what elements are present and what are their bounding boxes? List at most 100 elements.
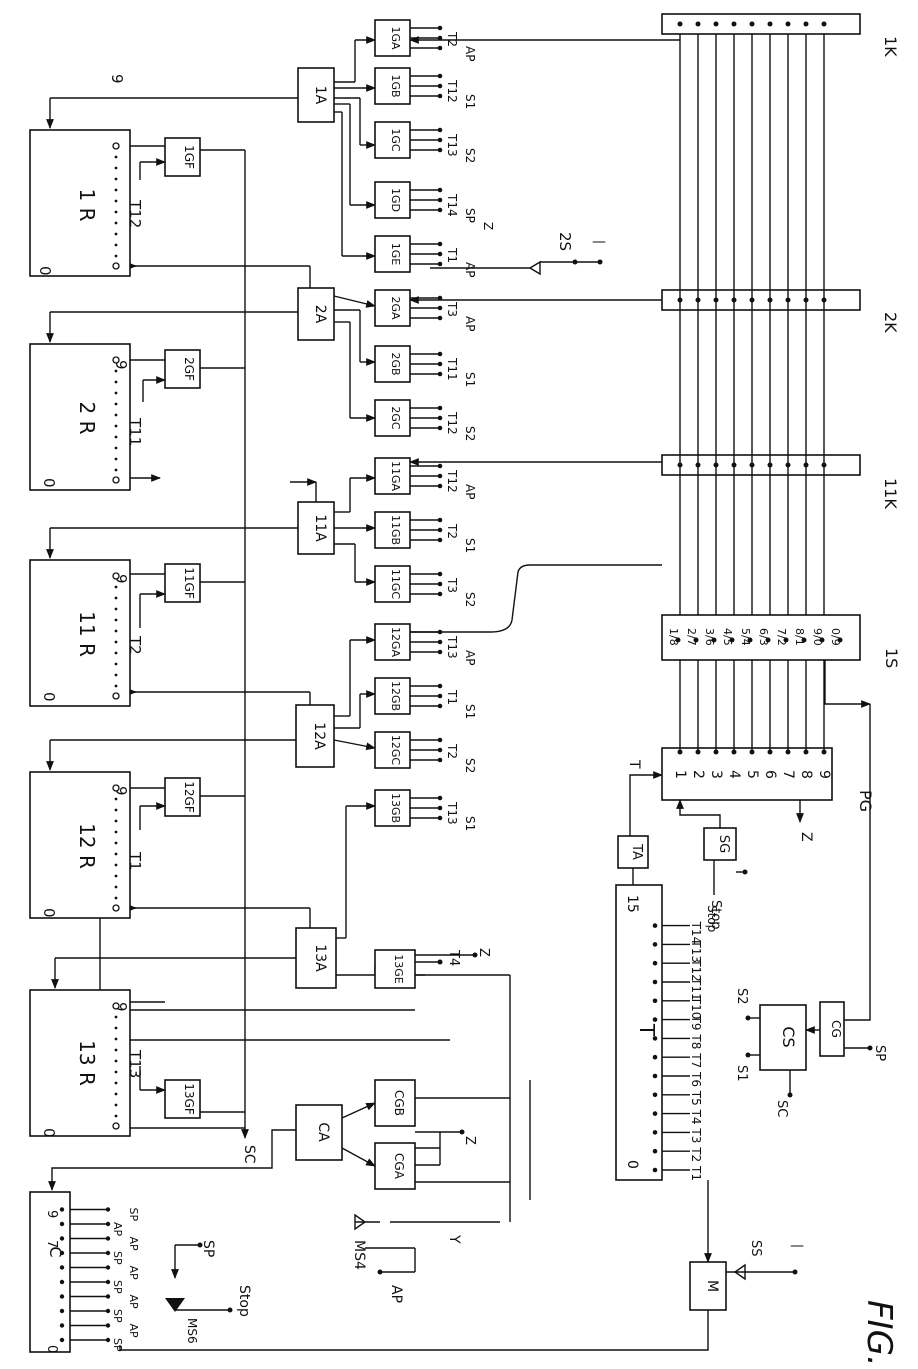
register-pin-dot	[114, 629, 118, 633]
gate-wiring	[333, 36, 680, 976]
pg-output: 2	[690, 770, 706, 779]
gate-input-label: S1	[463, 94, 477, 109]
timer-stop: Stop	[705, 905, 719, 932]
register-pin-dot	[114, 684, 118, 688]
register-pin-dot	[114, 819, 118, 823]
gate-label: 13GF	[182, 1083, 196, 1115]
register-pin-dot	[114, 155, 118, 159]
gate-input-label: T3	[445, 301, 459, 317]
register-pin-dot	[114, 1092, 118, 1096]
counter-pin-label: SP	[111, 1251, 124, 1265]
sg-stop: Stop	[708, 900, 723, 930]
timer-tap: T4	[689, 1109, 703, 1125]
register-pin-dot	[114, 435, 118, 439]
register-pin-dot	[114, 1026, 118, 1030]
counter-pin-label: SP	[111, 1309, 124, 1323]
switch-2s-minus: —	[592, 234, 606, 250]
gate-label: 11GA	[389, 461, 402, 492]
register-pin-dot	[114, 221, 118, 225]
gate-input-label: T1	[445, 689, 459, 705]
pulse-label: T2	[126, 635, 144, 655]
pg-in-label: T	[626, 759, 642, 769]
register-label: 11 R	[75, 611, 99, 657]
counter-sp: SP	[200, 1240, 216, 1257]
pin-0: 0	[40, 692, 58, 702]
gate-input-label: T13	[445, 635, 459, 659]
cs-s1: S1	[734, 1065, 749, 1082]
gate-13ge: 13GE	[392, 954, 405, 984]
gate-input-label: T2	[445, 743, 459, 759]
switch-position: 5/4	[739, 628, 752, 646]
pin-9: 9	[108, 74, 126, 84]
counter-label: C	[46, 1246, 65, 1257]
register-pin-dot	[114, 618, 118, 622]
gate-input-label: S1	[463, 538, 477, 553]
register-pin-dot	[114, 413, 118, 417]
register-pin-dot	[114, 424, 118, 428]
gate-input-label: T1	[445, 247, 459, 263]
gate-label: 11GC	[389, 569, 402, 600]
register-terminal	[112, 904, 120, 912]
register-1r: 1 R 9 0	[29, 74, 131, 277]
timer-hi: 15	[624, 895, 640, 913]
gate-label: 11GB	[389, 515, 402, 545]
pulse-label: T1	[126, 851, 144, 871]
switch-label: 1S	[882, 648, 901, 668]
gate-input-label: S1	[463, 704, 477, 719]
y-label: Y	[446, 1234, 462, 1244]
gate-input-label: S2	[463, 592, 477, 607]
register-pin-dot	[114, 808, 118, 812]
timer: T 15 0 T1T2T3T4T5T6T7T8T9T10T11T12T13T14…	[615, 884, 719, 1195]
cs-cg: CS CG SP S2 S1 SC	[734, 988, 887, 1117]
gate-input-label: AP	[463, 650, 477, 665]
register-terminal	[112, 1122, 120, 1130]
pin-0: 0	[40, 1128, 58, 1138]
gate-input-label: T12	[445, 469, 459, 493]
pg-output: 6	[762, 770, 778, 779]
register-pin-dot	[114, 607, 118, 611]
gate-input-label: T14	[445, 193, 459, 217]
gate-label: 1GB	[389, 74, 402, 97]
key-row-label: 11K	[881, 478, 900, 509]
register-pin-dot	[114, 841, 118, 845]
gate-label: 1GC	[389, 128, 402, 152]
gate-label: 1GE	[389, 243, 402, 266]
gate-input-label: Z	[481, 222, 495, 230]
gate-input-label: T12	[445, 411, 459, 435]
gate-input-label: AP	[463, 46, 477, 61]
register-pin-dot	[114, 885, 118, 889]
register-label: 1 R	[75, 189, 99, 222]
register-pin-dot	[114, 863, 118, 867]
timer-tap: T7	[689, 1052, 703, 1068]
gate-label: 2GF	[182, 357, 196, 381]
gate-label: 11GF	[182, 567, 196, 599]
gate-input-label: AP	[463, 316, 477, 331]
register-pin-dot	[114, 380, 118, 384]
gate-label: 12GF	[182, 781, 196, 813]
gate-input-label: T13	[445, 133, 459, 157]
adder-label: 12A	[311, 722, 327, 750]
control-z: Z	[462, 1136, 477, 1145]
motor-label: M	[704, 1280, 720, 1292]
register-pin-dot	[114, 446, 118, 450]
gate-label: 1GA	[389, 26, 402, 50]
gate-input-label: T12	[445, 79, 459, 103]
cs-label: CS	[779, 1026, 798, 1047]
gate-input-label: S1	[463, 372, 477, 387]
cgb-label: CGB	[392, 1090, 406, 1116]
switch-position: 6/3	[757, 628, 770, 646]
gate-13ge-z: Z	[476, 948, 491, 957]
switch-position: 7/2	[775, 628, 788, 646]
register-terminal	[112, 262, 120, 270]
timer-label: T	[635, 1023, 659, 1037]
register-pin-dot	[114, 640, 118, 644]
